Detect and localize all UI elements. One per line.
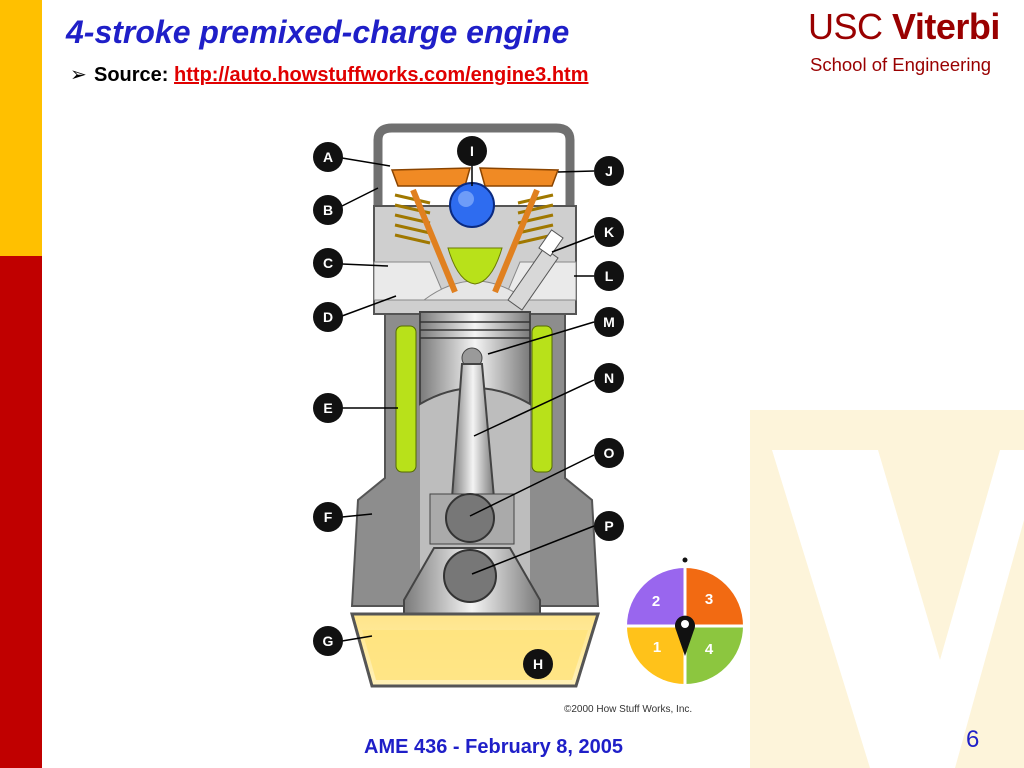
diagram-copyright: ©2000 How Stuff Works, Inc.	[564, 704, 693, 715]
camshaft	[449, 182, 495, 228]
label-J: J	[594, 156, 624, 186]
viterbi-v-watermark	[750, 410, 1024, 768]
label-G: G	[313, 626, 343, 656]
oil	[362, 630, 588, 680]
label-M: M	[594, 307, 624, 337]
stroke-number-3: 3	[705, 591, 713, 608]
svg-text:C: C	[323, 255, 333, 271]
svg-text:H: H	[533, 656, 543, 672]
left-accent-bar-gold	[0, 0, 42, 256]
leader-lines	[341, 157, 595, 642]
svg-text:B: B	[323, 202, 333, 218]
label-K: K	[594, 217, 624, 247]
exhaust-valve	[492, 188, 540, 294]
source-label: Source:	[94, 64, 169, 86]
stroke-number-1: 1	[653, 639, 661, 656]
svg-text:D: D	[323, 309, 333, 325]
logo-viterbi-text: Viterbi	[892, 6, 1000, 47]
svg-text:A: A	[323, 149, 333, 165]
stroke-wheel-segment-1	[627, 626, 685, 684]
svg-text:E: E	[323, 400, 332, 416]
label-A: A	[313, 142, 343, 172]
svg-text:N: N	[604, 370, 614, 386]
stroke-number-4: 4	[705, 641, 714, 658]
svg-text:G: G	[323, 633, 334, 649]
stroke-wheel: 2 3 1 4	[625, 557, 745, 686]
label-F: F	[313, 502, 343, 532]
svg-text:I: I	[470, 143, 474, 159]
svg-text:F: F	[324, 509, 333, 525]
slide-footer: AME 436 - February 8, 2005	[364, 736, 624, 758]
stroke-wheel-segment-2	[627, 568, 685, 626]
stroke-wheel-pointer-icon	[675, 615, 696, 656]
spark-plug	[507, 229, 564, 311]
logo-school-text: School of Engineering	[810, 54, 992, 75]
water-jacket-right	[531, 325, 553, 473]
logo-usc-text: USC	[808, 6, 883, 47]
label-N: N	[594, 363, 624, 393]
intake-valve	[410, 188, 458, 294]
bullet-arrow-icon: ➢	[70, 64, 87, 86]
label-I: I	[457, 136, 487, 166]
crank-pin	[445, 493, 495, 543]
source-link[interactable]: http://auto.howstuffworks.com/engine3.ht…	[174, 64, 589, 86]
label-H: H	[523, 649, 553, 679]
svg-text:K: K	[604, 224, 614, 240]
intake-valve-spring	[394, 193, 431, 245]
slide-title: 4-stroke premixed-charge engine	[66, 14, 570, 50]
rocker-arm-left	[390, 167, 471, 187]
engine-diagram: A B C D E F G H I J K L M N O P 2 3 1 4	[313, 123, 745, 688]
label-P: P	[594, 511, 624, 541]
usc-viterbi-logo: USC Viterbi School of Engineering	[808, 6, 1014, 78]
valve-cover	[373, 123, 575, 210]
fuel-mixture	[447, 247, 503, 285]
svg-text:J: J	[605, 163, 613, 179]
crankshaft-center	[443, 549, 497, 603]
stroke-wheel-segment-4	[685, 626, 743, 684]
label-C: C	[313, 248, 343, 278]
source-line: ➢ Source: http://auto.howstuffworks.com/e…	[70, 62, 588, 87]
svg-text:L: L	[605, 268, 614, 284]
label-D: D	[313, 302, 343, 332]
piston-rings	[420, 321, 530, 339]
stroke-number-2: 2	[652, 593, 660, 610]
label-E: E	[313, 393, 343, 423]
left-accent-bar-red	[0, 256, 42, 768]
label-O: O	[594, 438, 624, 468]
page-number: 6	[966, 726, 980, 753]
svg-text:P: P	[604, 518, 613, 534]
stroke-wheel-segment-3	[685, 568, 743, 626]
label-L: L	[594, 261, 624, 291]
svg-text:O: O	[604, 445, 615, 461]
svg-text:M: M	[603, 314, 615, 330]
water-jacket-left	[395, 325, 417, 473]
rocker-arm-right	[479, 167, 560, 187]
label-B: B	[313, 195, 343, 225]
